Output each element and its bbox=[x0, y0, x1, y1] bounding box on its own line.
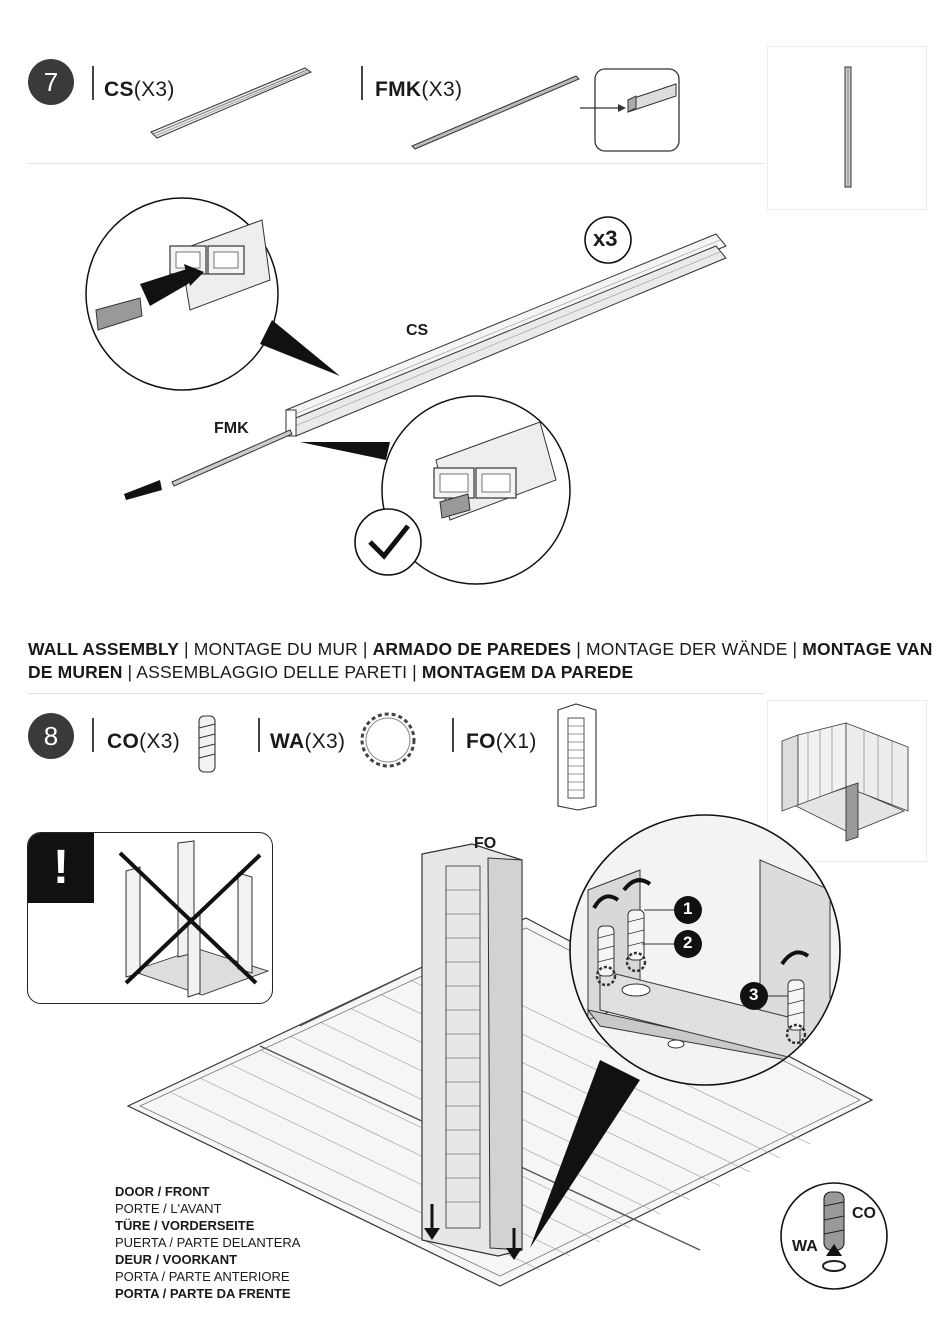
callout-3: 3 bbox=[749, 985, 759, 1004]
divider bbox=[452, 718, 454, 752]
divider bbox=[92, 718, 94, 752]
part-wa-label: WA(X3) bbox=[270, 730, 346, 753]
co-connector-icon bbox=[198, 715, 216, 773]
fmk-end-detail-icon bbox=[580, 68, 680, 152]
fmk-rod-icon bbox=[411, 75, 580, 150]
cs-rail-icon bbox=[150, 67, 313, 139]
step-7-separator bbox=[28, 163, 764, 164]
divider bbox=[92, 66, 94, 100]
step-7-illustration bbox=[85, 197, 727, 585]
fo-panel-icon bbox=[557, 703, 597, 811]
part-fmk-label: FMK(X3) bbox=[375, 78, 463, 101]
step-8-number: 8 bbox=[28, 713, 74, 759]
step-8-top-separator bbox=[28, 693, 764, 694]
multiplier-x3: x3 bbox=[593, 226, 618, 251]
step-8-illustration bbox=[126, 814, 888, 1290]
divider bbox=[258, 718, 260, 752]
wrong-assembly-illustration bbox=[118, 840, 270, 998]
callout-1: 1 bbox=[683, 899, 693, 918]
co-callout-label: CO bbox=[852, 1205, 876, 1222]
fo-callout-label: FO bbox=[474, 835, 497, 852]
wa-washer-icon bbox=[360, 712, 416, 768]
wa-callout-label: WA bbox=[792, 1238, 818, 1255]
part-co-label: CO(X3) bbox=[107, 730, 180, 753]
cs-callout-label: CS bbox=[406, 322, 429, 339]
part-cs-label: CS(X3) bbox=[104, 78, 175, 101]
warning-icon: ! bbox=[28, 833, 94, 903]
divider bbox=[361, 66, 363, 100]
fmk-callout-label: FMK bbox=[214, 420, 249, 437]
step-7-number: 7 bbox=[28, 59, 74, 105]
wall-assembly-title: WALL ASSEMBLY | MONTAGE DU MUR | ARMADO … bbox=[28, 639, 933, 682]
step-8-thumbnail bbox=[767, 700, 927, 862]
warning-box: ! bbox=[27, 832, 273, 1004]
callout-2: 2 bbox=[683, 933, 693, 952]
door-front-label: DOOR / FRONT PORTE / L'AVANT TÜRE / VORD… bbox=[115, 1184, 301, 1301]
part-fo-label: FO(X1) bbox=[466, 730, 537, 753]
step-7-thumbnail bbox=[767, 46, 927, 210]
